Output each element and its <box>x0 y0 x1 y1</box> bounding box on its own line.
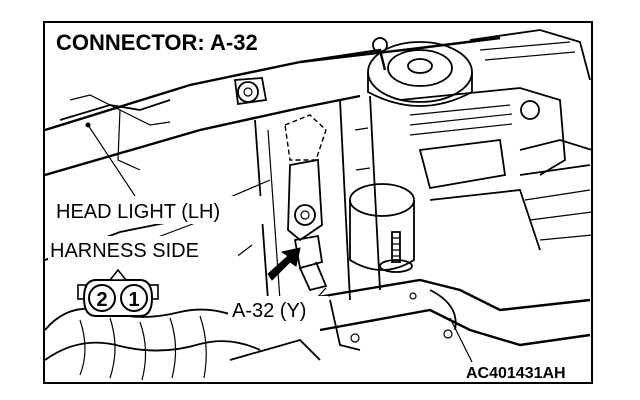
connector-face-icon <box>77 268 159 317</box>
head-light-label: HEAD LIGHT (LH) <box>56 201 220 223</box>
leader-headlight <box>87 124 136 197</box>
figure-title: CONNECTOR: A-32 <box>56 30 258 55</box>
connector-id-label: A-32 (Y) <box>232 300 306 322</box>
connector-pin-1: 1 <box>128 289 139 311</box>
connector-arrow-icon <box>267 247 301 281</box>
harness-side-label: HARNESS SIDE <box>50 240 199 262</box>
leader-figure-code <box>449 317 473 363</box>
connector-pin-2: 2 <box>96 289 107 311</box>
figure-code: AC401431AH <box>466 365 566 382</box>
